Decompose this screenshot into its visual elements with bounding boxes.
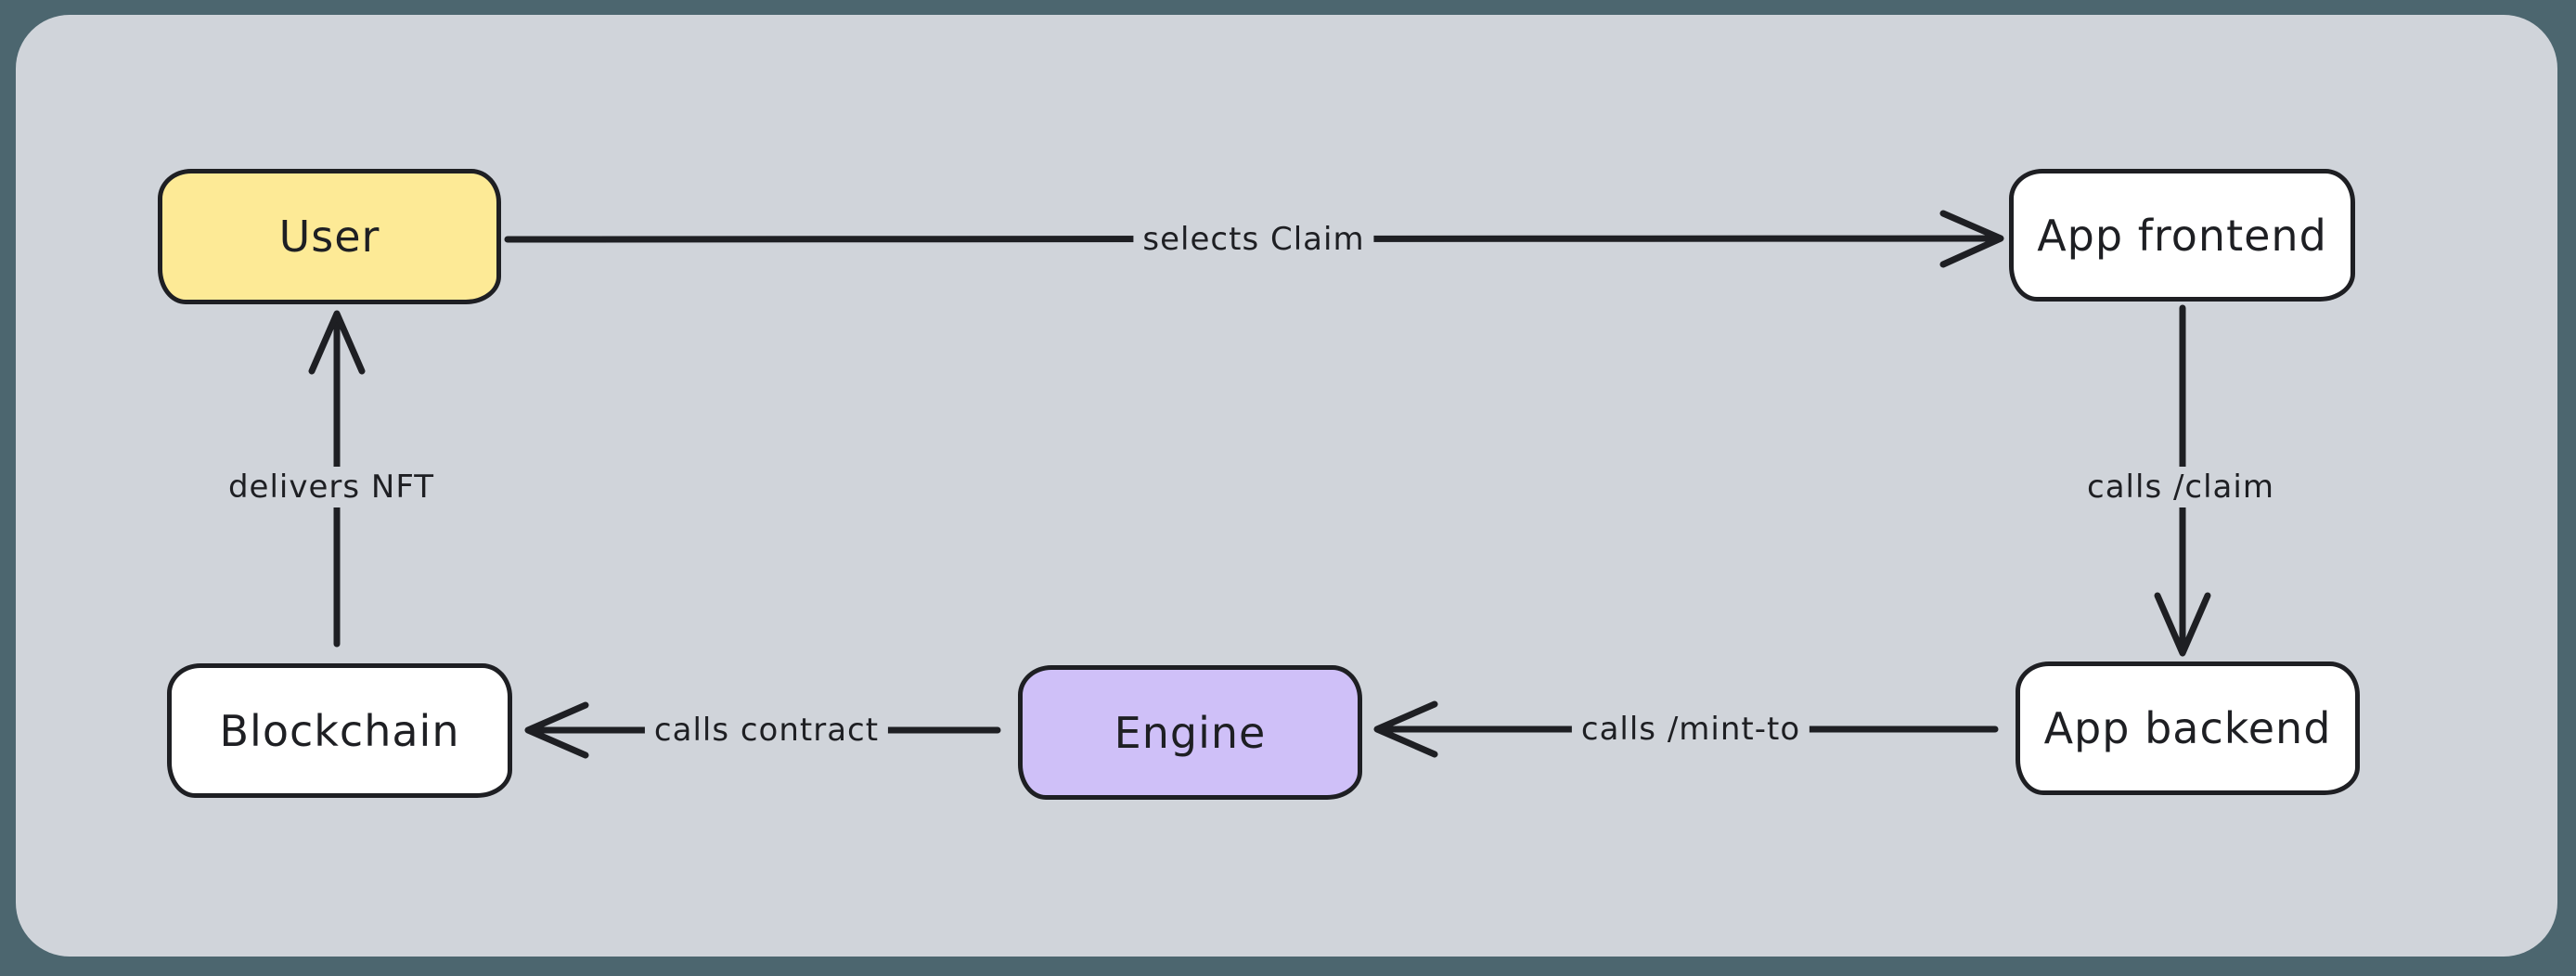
arrow-selects-claim-head bbox=[1939, 210, 2004, 268]
arrow-calls-claim-head bbox=[2154, 592, 2211, 657]
edge-label-calls-contract: calls contract bbox=[644, 710, 889, 751]
node-user: User bbox=[158, 169, 501, 304]
edge-label-calls-mint-to: calls /mint-to bbox=[1571, 709, 1810, 750]
edge-label-selects-claim: selects Claim bbox=[1133, 219, 1374, 260]
node-blockchain-label: Blockchain bbox=[219, 705, 460, 756]
edge-label-calls-claim: calls /claim bbox=[2078, 467, 2284, 507]
arrow-delivers-nft-head bbox=[308, 310, 366, 375]
diagram-canvas: User App frontend App backend Engine Blo… bbox=[16, 15, 2557, 957]
node-engine: Engine bbox=[1018, 665, 1362, 800]
arrow-calls-contract-head bbox=[524, 701, 589, 759]
node-engine-label: Engine bbox=[1114, 707, 1267, 758]
node-app-backend-label: App backend bbox=[2043, 703, 2332, 753]
node-app-frontend: App frontend bbox=[2009, 169, 2355, 302]
edge-label-delivers-nft: delivers NFT bbox=[218, 467, 444, 507]
node-app-frontend-label: App frontend bbox=[2037, 210, 2327, 261]
arrow-calls-mint-to-head bbox=[1373, 700, 1438, 758]
node-app-backend: App backend bbox=[2016, 661, 2360, 795]
node-blockchain: Blockchain bbox=[167, 663, 512, 798]
node-user-label: User bbox=[278, 212, 380, 262]
